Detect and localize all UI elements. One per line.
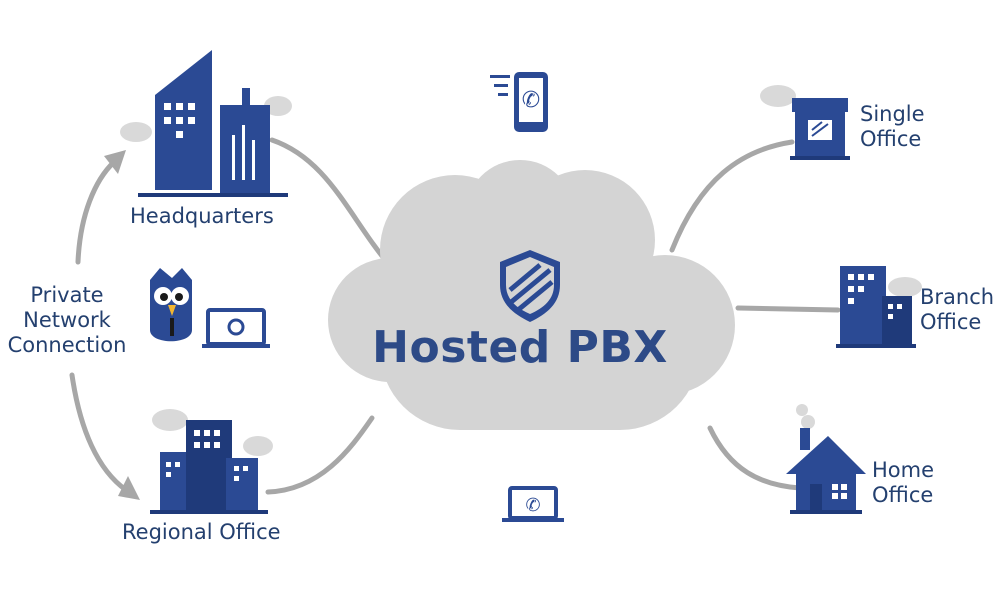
headquarters-label: Headquarters (130, 204, 274, 228)
private-network-arrows (69, 159, 129, 493)
regional-office-label: Regional Office (122, 520, 281, 544)
private-network-label: Private Network Connection (7, 283, 127, 357)
cloud (328, 160, 735, 430)
shield-icon (500, 250, 560, 322)
connector-lines (265, 137, 841, 495)
svg-text:✆: ✆ (525, 495, 540, 516)
svg-text:✆: ✆ (522, 88, 540, 113)
laptop-icon (202, 308, 270, 348)
arrow-up-head (104, 150, 126, 174)
home-office-label: Home Office (872, 458, 935, 507)
owl-mascot-icon (150, 268, 192, 342)
mobile-phone-icon: ✆ (490, 72, 548, 132)
headquarters-icon (120, 50, 292, 197)
home-office-icon (786, 404, 866, 514)
line-single-office (669, 139, 795, 253)
line-branch-office (735, 305, 841, 313)
branch-office-label: Branch Office (920, 285, 995, 334)
hosted-pbx-title: Hosted PBX (372, 322, 668, 373)
regional-office-icon (150, 409, 273, 514)
single-office-icon (760, 85, 850, 160)
line-regional (265, 415, 375, 495)
single-office-label: Single Office (860, 102, 925, 151)
arrow-down-head (118, 476, 140, 500)
laptop-phone-icon: ✆ (502, 486, 564, 522)
line-home-office (707, 425, 803, 491)
branch-office-icon (836, 266, 922, 348)
line-headquarters (269, 137, 395, 271)
